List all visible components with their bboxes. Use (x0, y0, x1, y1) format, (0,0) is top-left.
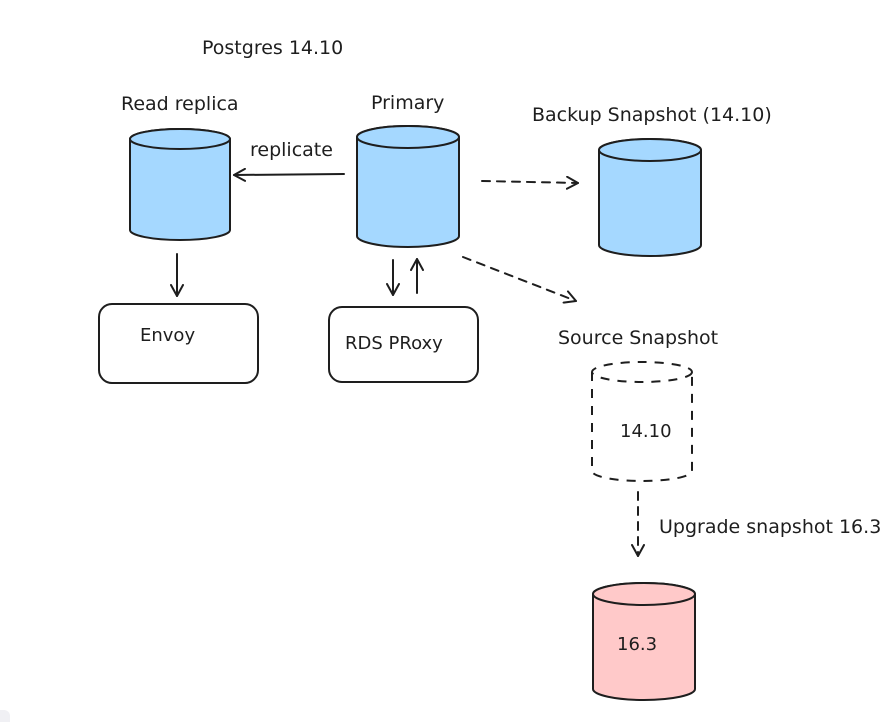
backup-snapshot-label: Backup Snapshot (14.10) (532, 104, 772, 126)
envoy-box (98, 303, 259, 384)
read-replica-label: Read replica (121, 93, 239, 115)
source-snapshot-version: 14.10 (620, 421, 672, 442)
backup-snapshot-cylinder (598, 138, 702, 257)
primary-cylinder (356, 125, 460, 248)
source-snapshot-arrow (462, 256, 577, 304)
corner-chip (0, 710, 10, 722)
envoy-label: Envoy (140, 325, 195, 346)
upgrade-edge-label: Upgrade snapshot 16.3 (659, 516, 881, 538)
rds-proxy-box (328, 306, 479, 383)
source-snapshot-cylinder (591, 361, 693, 482)
diagram-title: Postgres 14.10 (202, 37, 343, 59)
upgraded-snapshot-cylinder (592, 582, 696, 701)
replicate-edge-label: replicate (250, 139, 333, 161)
replicate-arrow (233, 167, 345, 182)
upgraded-snapshot-version: 16.3 (617, 634, 657, 655)
source-snapshot-label: Source Snapshot (558, 327, 718, 349)
backup-snapshot-arrow (481, 175, 579, 190)
read-replica-cylinder (129, 128, 231, 241)
primary-label: Primary (371, 92, 444, 114)
rds-proxy-label: RDS PRoxy (345, 333, 443, 354)
